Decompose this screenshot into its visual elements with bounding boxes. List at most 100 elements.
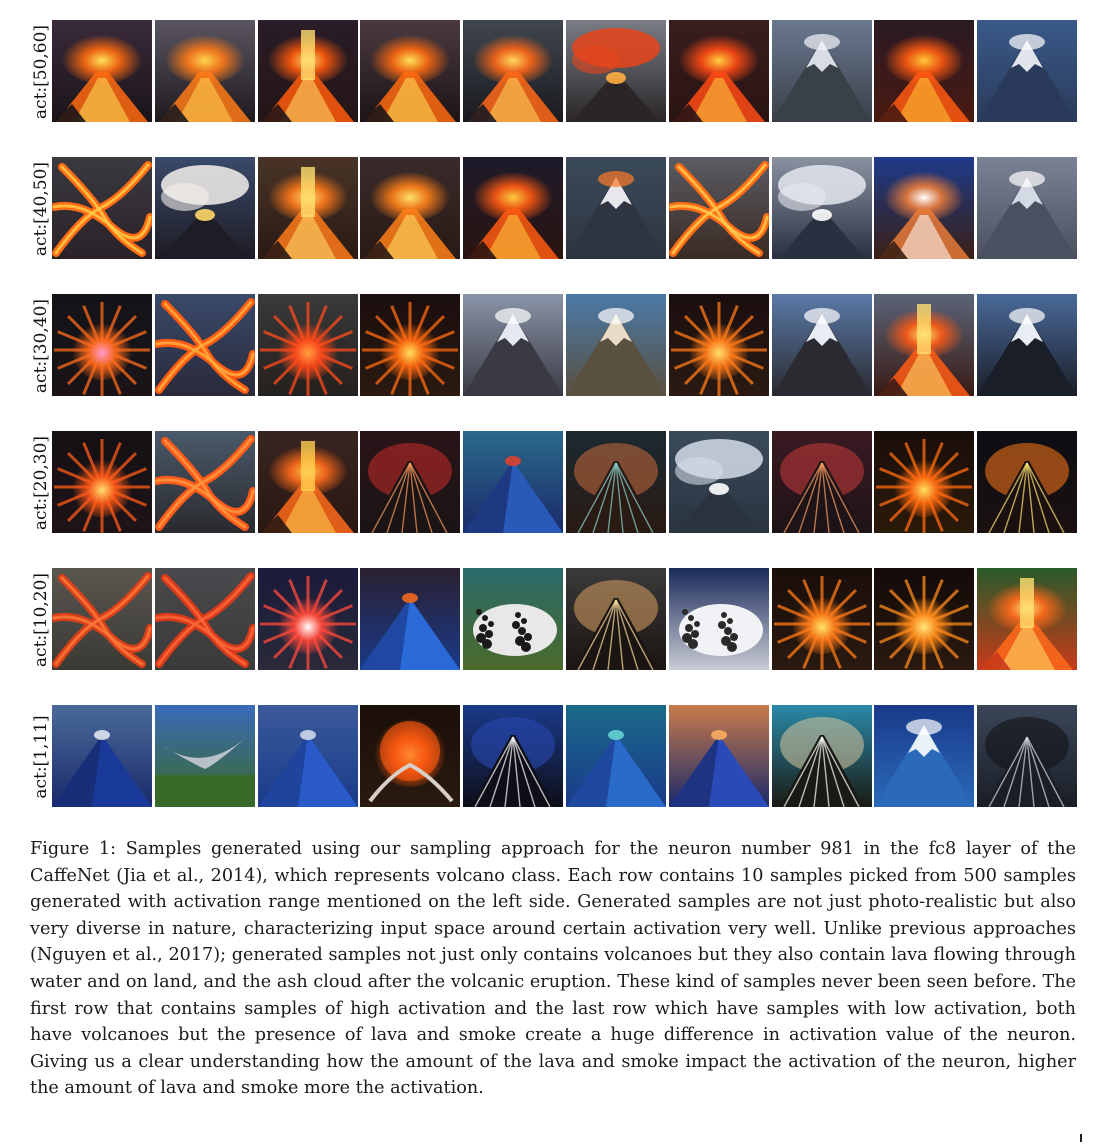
sample-image-graphic — [977, 431, 1078, 533]
sample-image-lava-column — [874, 294, 975, 396]
sample-image-volcano-dark — [360, 431, 461, 533]
sample-image-volcano-eruption — [463, 20, 564, 122]
activation-range-label: act:[50,60] — [30, 20, 52, 124]
sample-image-graphic — [771, 705, 872, 807]
sample-image-volcano-eruption — [463, 157, 564, 259]
sample-image-graphic — [874, 20, 975, 122]
sample-image-graphic — [668, 157, 769, 259]
sample-image-ash-cloud — [154, 157, 255, 259]
sample-image-graphic — [771, 568, 872, 670]
sample-image-blue-mountain — [257, 705, 358, 807]
sample-image-graphic — [360, 568, 461, 670]
activation-range-text: act:[20,30] — [31, 435, 51, 531]
sample-image-graphic — [360, 431, 461, 533]
sample-image-graphic — [874, 568, 975, 670]
sample-image-graphic — [257, 20, 358, 122]
sample-image-lava-branches — [52, 157, 152, 259]
sample-image-graphic — [771, 20, 872, 122]
sample-row: act:[10,20] — [30, 568, 1080, 672]
sample-image-graphic — [977, 20, 1078, 122]
sample-image-graphic — [154, 157, 255, 259]
sample-image-graphic — [154, 705, 255, 807]
sample-image-graphic — [463, 705, 564, 807]
sample-image-graphic — [360, 157, 461, 259]
sample-image-graphic — [257, 705, 358, 807]
sample-image-graphic — [874, 705, 975, 807]
sample-row: act:[20,30] — [30, 431, 1080, 535]
sample-image-graphic — [52, 705, 152, 807]
sample-image-lava-sphere — [360, 705, 461, 807]
sample-image-graphic — [52, 20, 152, 122]
sample-image-graphic — [52, 431, 152, 533]
sample-image-graphic — [52, 157, 152, 259]
sample-image-volcano-dark — [771, 431, 872, 533]
sample-image-graphic — [257, 294, 358, 396]
activation-range-text: act:[10,20] — [31, 572, 51, 668]
page-corner-mark — [1080, 1134, 1082, 1142]
sample-image-lava-branches — [154, 431, 255, 533]
sample-image-graphic — [566, 157, 666, 259]
sample-image-graphic — [52, 568, 152, 670]
sample-row: act:[50,60] — [30, 20, 1080, 124]
sample-image-graphic — [257, 431, 358, 533]
sample-image-lava-column — [257, 20, 358, 122]
sample-image-spotted — [668, 568, 769, 670]
sample-image-graphic — [977, 705, 1078, 807]
sample-image-graphic — [668, 431, 769, 533]
sample-image-volcano-dark — [977, 705, 1078, 807]
sample-image-graphic — [566, 568, 666, 670]
sample-row: act:[40,50] — [30, 157, 1080, 261]
activation-range-text: act:[40,50] — [31, 161, 51, 257]
sample-image-graphic — [360, 20, 461, 122]
sample-image-volcano-dark — [463, 705, 564, 807]
sample-image-burst — [52, 294, 152, 396]
activation-range-text: act:[50,60] — [31, 24, 51, 120]
sample-image-graphic — [360, 705, 461, 807]
sample-image-graphic — [463, 431, 564, 533]
sample-image-graphic — [566, 705, 666, 807]
sample-image-lava-branches — [52, 568, 152, 670]
sample-image-graphic — [668, 568, 769, 670]
sample-image-burst — [257, 294, 358, 396]
sample-image-lava-column — [257, 157, 358, 259]
sample-image-blue-mountain — [668, 705, 769, 807]
sample-image-graphic — [257, 157, 358, 259]
sample-image-graphic — [154, 294, 255, 396]
sample-image-snow-peak — [771, 20, 872, 122]
sample-image-graphic — [977, 157, 1078, 259]
activation-range-text: act:[1,11] — [31, 715, 51, 799]
sample-image-volcano-dark — [566, 431, 666, 533]
sample-image-graphic — [874, 431, 975, 533]
sample-image-graphic — [463, 294, 564, 396]
sample-image-graphic — [668, 294, 769, 396]
sample-image-burst — [360, 294, 461, 396]
sample-image-snow-peak — [771, 294, 872, 396]
sample-image-snow-peak — [874, 705, 975, 807]
sample-image-ash-cloud — [771, 157, 872, 259]
activation-range-text: act:[30,40] — [31, 298, 51, 394]
figure-caption: Figure 1: Samples generated using our sa… — [30, 839, 1076, 1099]
sample-image-graphic — [874, 157, 975, 259]
sample-image-graphic — [154, 568, 255, 670]
sample-image-burst — [52, 431, 152, 533]
sample-image-blue-mountain — [566, 705, 666, 807]
sample-image-lava-column — [257, 431, 358, 533]
sample-image-graphic — [463, 157, 564, 259]
sample-image-snow-peak — [977, 157, 1078, 259]
activation-range-label: act:[10,20] — [30, 568, 52, 672]
sample-image-volcano-eruption — [154, 20, 255, 122]
sample-image-volcano-eruption — [360, 20, 461, 122]
sample-row: act:[1,11] — [30, 705, 1080, 809]
sample-image-lava-branches — [154, 294, 255, 396]
sample-image-lava-column — [977, 568, 1078, 670]
sample-image-graphic — [257, 568, 358, 670]
sample-image-ash-cloud — [668, 431, 769, 533]
sample-image-blue-mountain — [463, 431, 564, 533]
sample-image-graphic — [52, 294, 152, 396]
sample-image-volcano-eruption — [668, 20, 769, 122]
sample-image-volcano-dark — [771, 705, 872, 807]
sample-image-burst — [771, 568, 872, 670]
activation-range-label: act:[40,50] — [30, 157, 52, 261]
sample-image-burst — [874, 431, 975, 533]
sample-image-graphic — [360, 294, 461, 396]
